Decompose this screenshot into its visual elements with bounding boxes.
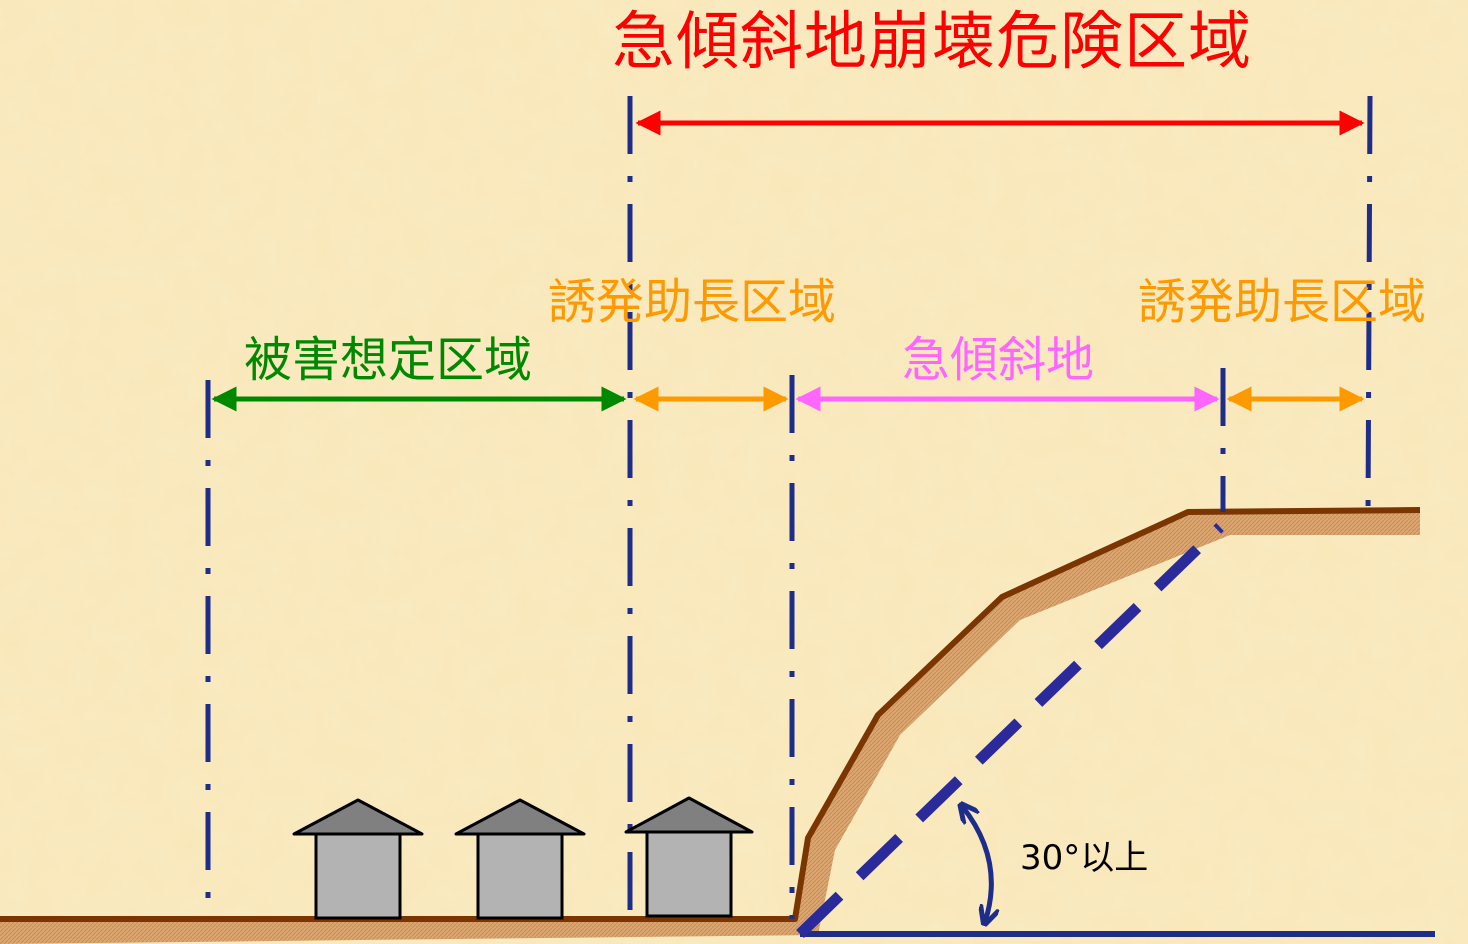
slope-zone-label: 急傾斜地 — [902, 332, 1095, 388]
induce-zone-right-label: 誘発助長区域 — [1138, 274, 1427, 330]
house-icon — [292, 798, 424, 920]
angle-reference-line — [796, 523, 1224, 938]
ground-line — [0, 507, 1421, 922]
induce-zone-left-label: 誘発助長区域 — [548, 274, 837, 330]
angle-label: 30°以上 — [1020, 838, 1149, 878]
curved-double-arrow-icon — [962, 806, 991, 922]
damage-zone-label: 被害想定区域 — [244, 332, 533, 388]
house-icon — [454, 798, 586, 920]
boundary-lines — [205, 95, 1373, 919]
boundary-line-zone-right — [1365, 95, 1373, 517]
zone-title: 急傾斜地崩壊危険区域 — [612, 5, 1252, 78]
house-icon — [624, 796, 754, 918]
